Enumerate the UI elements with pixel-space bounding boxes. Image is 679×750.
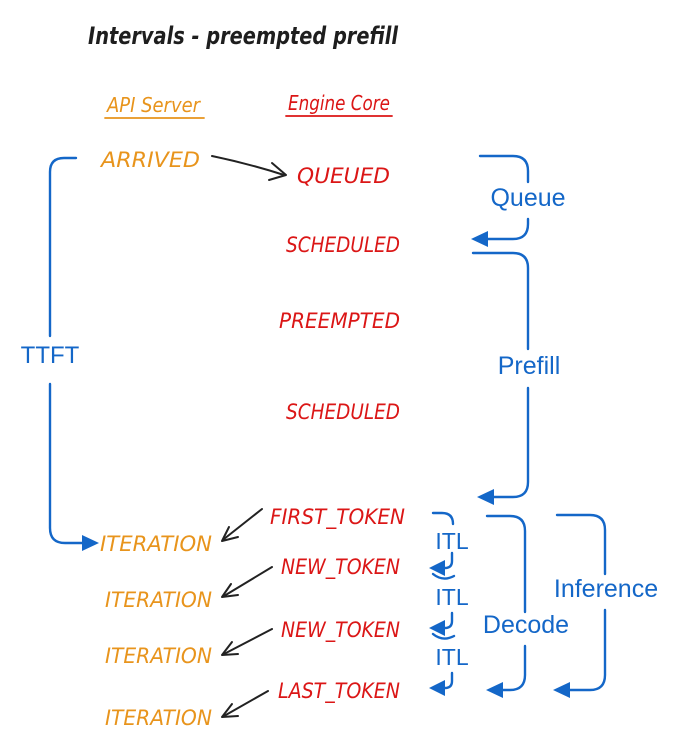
decode-arrowhead <box>486 682 503 698</box>
decode-label: Decode <box>483 611 569 639</box>
engine-core-header: Engine Core <box>288 91 390 115</box>
event-iteration-2: ITERATION <box>105 588 212 612</box>
prefill-label: Prefill <box>498 352 561 380</box>
inference-arrowhead <box>553 682 570 698</box>
itl-arrowhead-2 <box>429 620 445 636</box>
diagram-title: Intervals - preempted prefill <box>88 22 399 50</box>
api-server-header: API Server <box>105 93 201 117</box>
event-queued: QUEUED <box>297 164 390 188</box>
itl-top-tick <box>431 511 455 526</box>
event-iteration-3: ITERATION <box>105 644 212 668</box>
ttft-bracket <box>48 156 99 551</box>
inference-bracket <box>553 513 607 698</box>
itl-label-3: ITL <box>435 644 468 670</box>
arrow-arrived-to-queued <box>211 155 287 181</box>
event-last-token: LAST_TOKEN <box>278 679 400 704</box>
queue-bracket <box>471 154 530 247</box>
queue-arrowhead <box>471 231 488 247</box>
arrow-new-token-1-to-iteration <box>221 566 273 598</box>
event-iteration-4: ITERATION <box>105 706 212 730</box>
event-first-token: FIRST_TOKEN <box>270 505 405 530</box>
event-arrived: ARRIVED <box>99 148 200 172</box>
inference-label: Inference <box>554 575 658 603</box>
event-scheduled-1: SCHEDULED <box>286 233 400 257</box>
decode-bracket <box>485 514 527 698</box>
event-new-token-1: NEW_TOKEN <box>281 555 400 580</box>
queue-label: Queue <box>490 184 565 212</box>
itl-arrowhead-3 <box>429 680 445 696</box>
itl-label-1: ITL <box>435 528 468 554</box>
itl-tail-1 <box>431 572 456 580</box>
event-preempted: PREEMPTED <box>279 309 400 333</box>
itl-arrowhead-1 <box>429 560 445 576</box>
prefill-arrowhead <box>477 489 494 505</box>
event-iteration-1: ITERATION <box>100 532 212 556</box>
ttft-label: TTFT <box>21 342 80 369</box>
itl-bracket-2 <box>429 611 456 640</box>
arrow-last-token-to-iteration <box>221 690 269 718</box>
ttft-arrowhead <box>82 535 99 551</box>
event-new-token-2: NEW_TOKEN <box>281 618 400 643</box>
event-scheduled-2: SCHEDULED <box>286 400 400 424</box>
itl-bracket-3 <box>429 671 454 696</box>
itl-tail-2 <box>431 632 456 640</box>
prefill-bracket <box>471 251 530 505</box>
itl-bracket-1 <box>429 511 456 580</box>
arrow-first-token-to-iteration <box>221 508 263 542</box>
arrow-new-token-2-to-iteration <box>221 628 273 656</box>
itl-label-2: ITL <box>435 584 468 610</box>
